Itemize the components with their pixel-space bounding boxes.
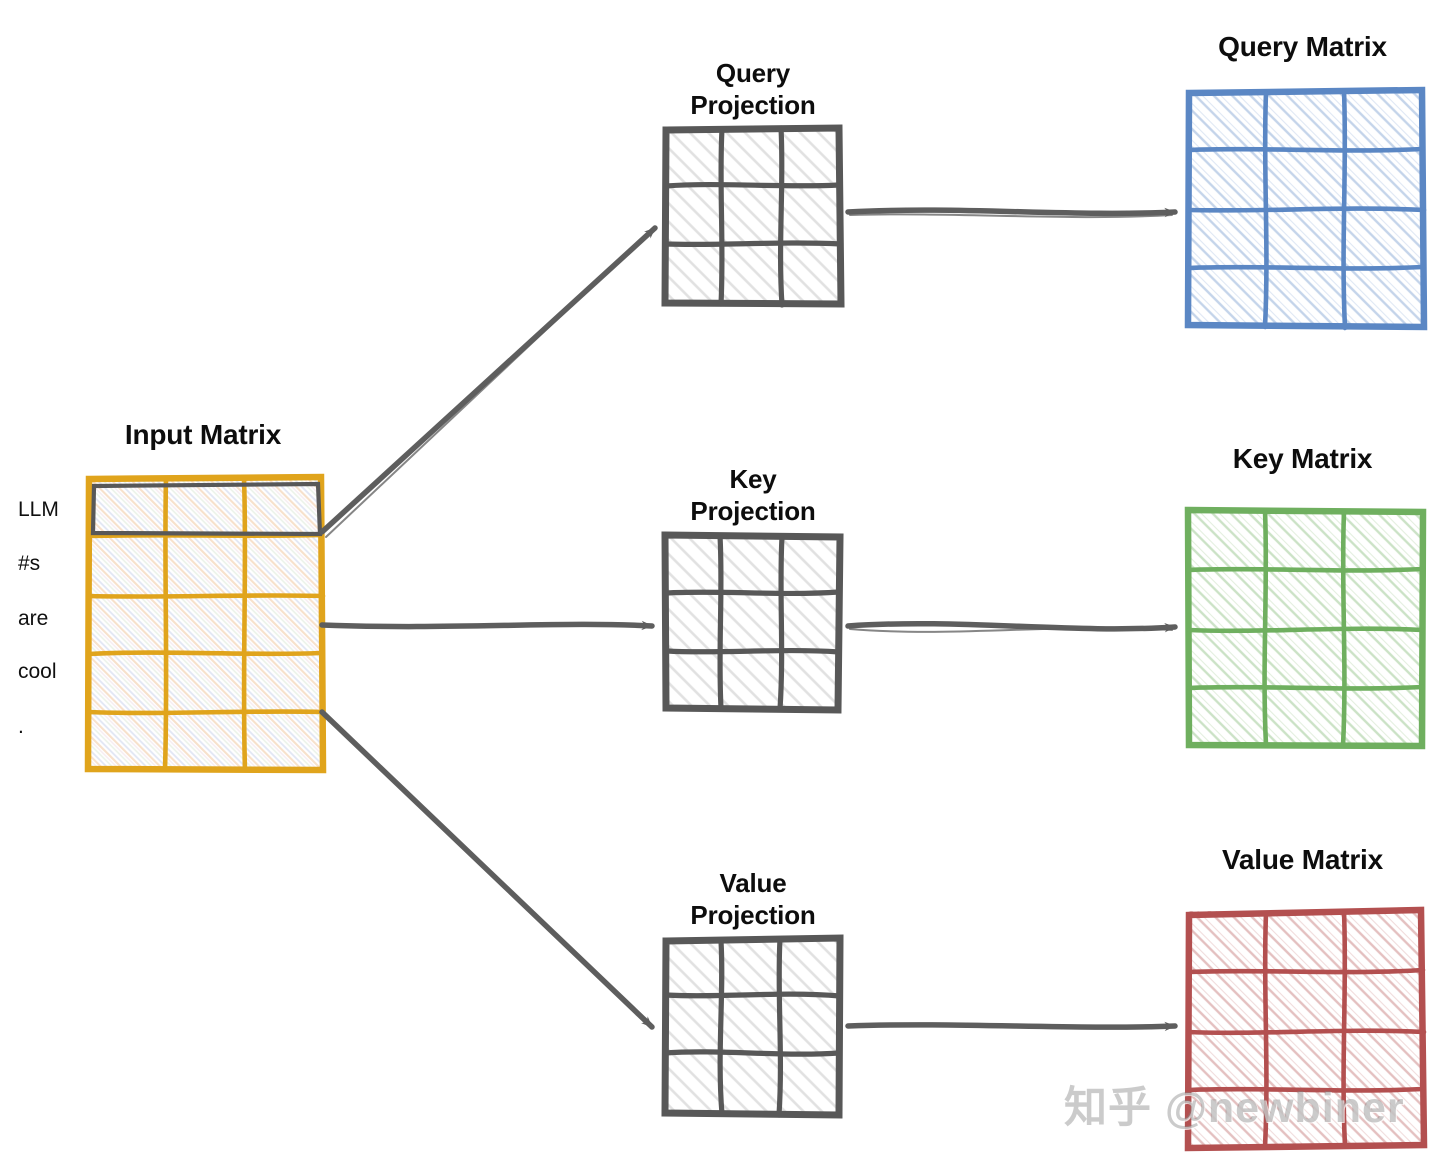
input-row-label-3: cool <box>18 660 57 683</box>
value-projection-title: Value Projection <box>690 868 816 930</box>
arrow-input-to-key-projection <box>319 620 655 631</box>
input-row-label-2: are <box>18 607 49 630</box>
input-matrix <box>84 473 327 774</box>
arrow-value-projection-to-value-matrix <box>845 1021 1178 1032</box>
input-row-label-1: #s <box>18 552 41 575</box>
key-projection-matrix <box>660 530 845 715</box>
arrow-query-projection-to-query-matrix <box>845 207 1178 218</box>
input-row-label-4: . <box>18 715 24 738</box>
query-projection-title: Query Projection <box>690 58 816 120</box>
key-projection-title: Key Projection <box>690 464 816 526</box>
highlight-outline <box>90 481 323 537</box>
input-matrix-title: Input Matrix <box>124 419 282 450</box>
value-matrix-title: Value Matrix <box>1221 844 1383 875</box>
key-matrix-title: Key Matrix <box>1232 443 1373 474</box>
query-matrix <box>1183 86 1428 332</box>
value-matrix <box>1183 906 1428 1152</box>
query-projection-matrix <box>660 124 845 309</box>
value-projection-matrix <box>660 934 845 1119</box>
query-matrix-title: Query Matrix <box>1218 31 1387 62</box>
input-row-label-0: LLM <box>18 498 59 521</box>
key-matrix <box>1183 505 1428 751</box>
